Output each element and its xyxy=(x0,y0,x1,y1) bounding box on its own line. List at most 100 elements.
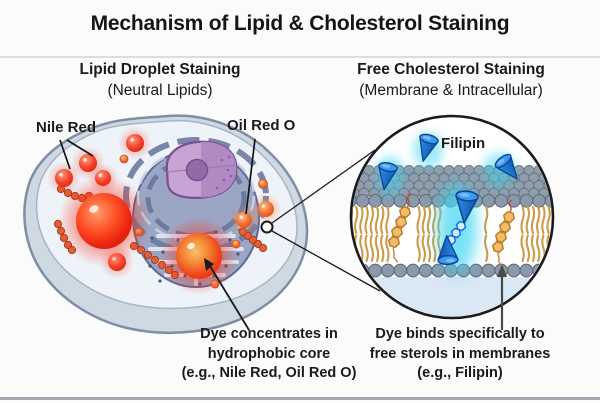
magnifier-circle-marker xyxy=(260,220,274,234)
lipid-tail xyxy=(352,234,354,263)
orange-dot xyxy=(258,179,268,189)
lipid-tail xyxy=(380,205,385,235)
sterol-chain-left xyxy=(387,192,412,263)
phospholipid-head xyxy=(431,263,446,278)
sterol-ring xyxy=(502,210,516,224)
sterol-ring xyxy=(498,220,512,234)
sterol-ring xyxy=(398,205,412,219)
nucleolus xyxy=(185,158,209,182)
nuclear-pore-dot xyxy=(215,186,219,190)
sterol-ring xyxy=(394,215,408,229)
oil-red-o-droplets xyxy=(228,193,282,236)
lipid-tail xyxy=(432,234,437,263)
label-line-nile-red xyxy=(59,139,94,170)
phospholipid-head xyxy=(506,263,521,278)
caption-arrow-right xyxy=(497,264,507,330)
phospholipid-head xyxy=(418,263,433,278)
highlight xyxy=(261,204,265,208)
lipid-tail xyxy=(530,205,536,235)
red-droplet xyxy=(55,169,73,187)
phospholipid-head xyxy=(548,172,552,184)
lipid-tail xyxy=(525,205,530,235)
phospholipid-head xyxy=(355,193,370,208)
ribosome-dot xyxy=(158,279,162,283)
sterol-ring xyxy=(491,240,505,254)
bead xyxy=(258,243,268,253)
lipid-tail xyxy=(416,234,421,263)
lipid-tail xyxy=(369,234,374,263)
lipid-droplet-large-2 xyxy=(160,217,238,295)
lipid-tail xyxy=(530,234,536,263)
orange-droplet xyxy=(258,201,274,217)
membrane-inset-outline xyxy=(349,114,555,320)
nucleus-pore-dots xyxy=(215,155,233,190)
lipid-tail xyxy=(520,234,525,263)
highlight xyxy=(83,158,87,162)
lipid-tail xyxy=(359,205,364,235)
caption-arrow-left xyxy=(204,258,250,331)
lipid-tail xyxy=(553,236,555,262)
lipid-tail xyxy=(546,205,551,235)
sterol-ring xyxy=(494,230,508,244)
phospholipid-head xyxy=(543,164,552,177)
lipid-tail xyxy=(426,205,432,235)
phospholipid-head xyxy=(380,193,395,208)
lipid-tail xyxy=(374,234,380,263)
bottom-edge-line xyxy=(0,397,600,400)
magnifier-lines xyxy=(271,149,381,292)
lipid-tail xyxy=(416,205,421,235)
nuclear-pore-dot xyxy=(220,158,224,162)
sterol-ring xyxy=(387,235,401,249)
ribosome-dot xyxy=(150,236,154,240)
lipid-tail xyxy=(484,205,489,235)
lipid-tail xyxy=(484,234,489,263)
bead xyxy=(150,255,160,265)
phospholipid-head xyxy=(368,193,383,208)
phospholipid-head xyxy=(519,193,534,208)
bead xyxy=(143,250,153,260)
lipid-tail xyxy=(421,234,426,263)
phospholipid-head xyxy=(494,193,509,208)
orange-droplet xyxy=(236,212,252,228)
lipid-tail xyxy=(421,205,426,235)
lipid-tail xyxy=(369,205,374,235)
lipid-tail xyxy=(525,234,530,263)
bound-sterol-ring xyxy=(450,227,462,239)
ribosome-dot xyxy=(148,264,152,268)
lipid-tail xyxy=(541,205,546,235)
phospholipid-head xyxy=(469,263,483,278)
lipid-tail xyxy=(385,205,390,235)
lipid-tail xyxy=(380,234,385,263)
phospholipid-head xyxy=(544,193,552,208)
phospholipid-head xyxy=(544,263,552,278)
lipid-tail xyxy=(364,205,369,235)
phospholipid-head xyxy=(380,263,395,278)
red-droplet xyxy=(126,134,144,152)
sterol-chain-right xyxy=(491,199,516,267)
title-separator-line xyxy=(0,56,600,58)
lipid-tail xyxy=(432,205,437,235)
lipid-tail xyxy=(374,205,380,235)
phospholipid-head xyxy=(519,263,534,278)
lipid-tail xyxy=(536,205,541,235)
sterol-ring xyxy=(390,225,404,239)
phospholipid-head xyxy=(393,193,408,208)
lipid-tail xyxy=(385,234,390,263)
highlight xyxy=(59,173,63,177)
highlight xyxy=(239,215,243,219)
phospholipid-head xyxy=(352,180,355,192)
lipid-tail xyxy=(364,234,369,263)
lipid-tail xyxy=(359,234,364,263)
phospholipid-head xyxy=(481,263,496,278)
nuclear-pore-dot xyxy=(222,178,226,182)
phospholipid-head xyxy=(393,263,408,278)
cell-nucleus xyxy=(165,140,238,199)
lipid-tail xyxy=(520,205,525,235)
phospholipid-head xyxy=(418,193,433,208)
nuclear-pore-dot xyxy=(227,155,231,159)
phospholipid-head xyxy=(406,263,420,278)
phospholipid-head xyxy=(481,193,496,208)
highlight xyxy=(130,138,134,142)
